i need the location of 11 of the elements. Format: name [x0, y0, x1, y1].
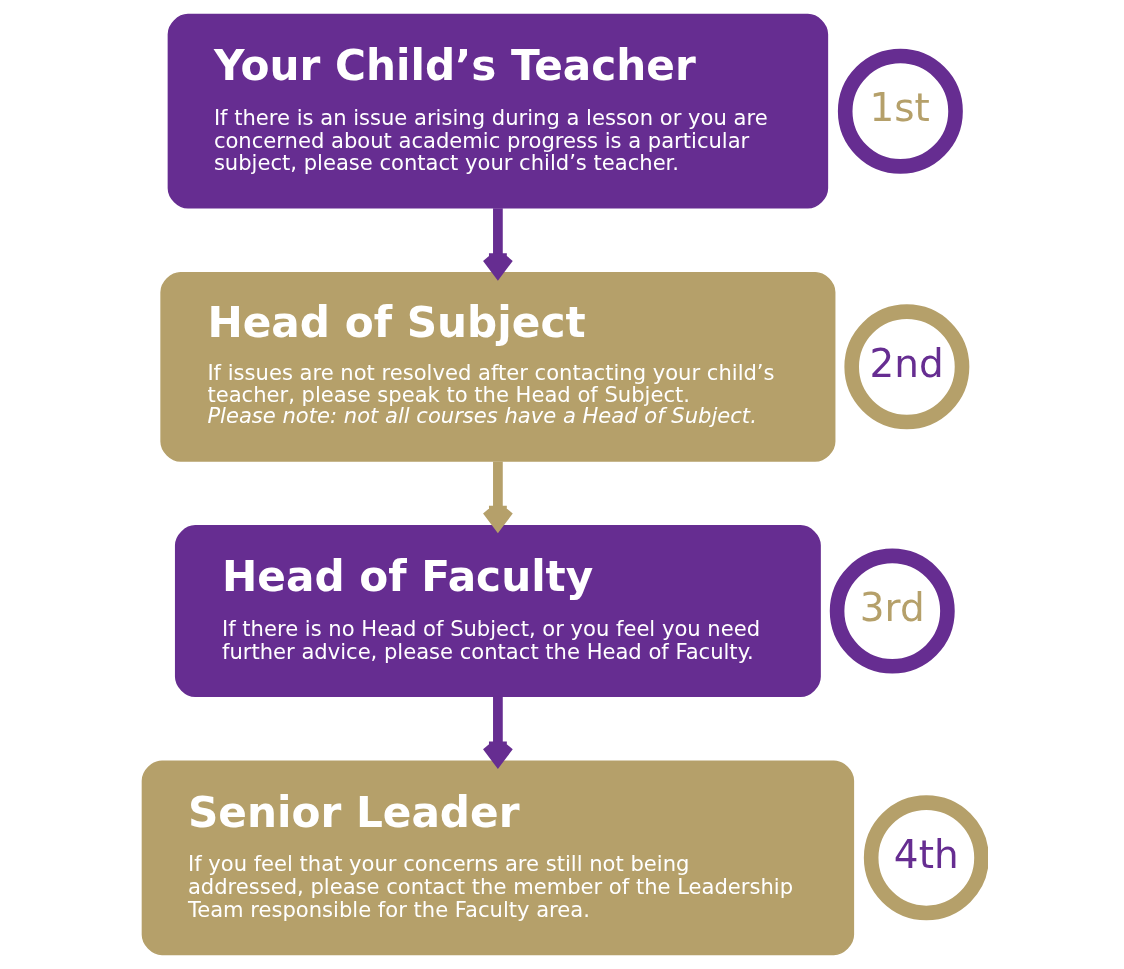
node-box: Head of Faculty If there is no Head of Subject, or you feel you need further advice, please contact the Head of Faculty. [174, 525, 821, 698]
node-circle: 2nd [844, 304, 970, 430]
node-circle: 1st [837, 48, 963, 174]
arrow [482, 696, 514, 766]
arrow [482, 461, 514, 531]
node-box: Head of Subject If issues are not resolved after contacting your child’s teacher, please speak to the Head of Subject. Please note: not all courses have a Head of Subject. [160, 271, 836, 462]
node-box: Senior Leader If you feel that your concerns are still not being addressed, please contact the member of the Leadership Team responsible for the Faculty area. [141, 760, 855, 956]
node-circle: 4th [863, 795, 988, 921]
node-box: Your Child’s Teacher If there is an issue arising during a lesson or you are concerned about academic progress is a particular subject, please contact your child’s teacher. [167, 13, 829, 209]
node-circle: 3rd [829, 548, 955, 674]
arrow [482, 208, 514, 278]
